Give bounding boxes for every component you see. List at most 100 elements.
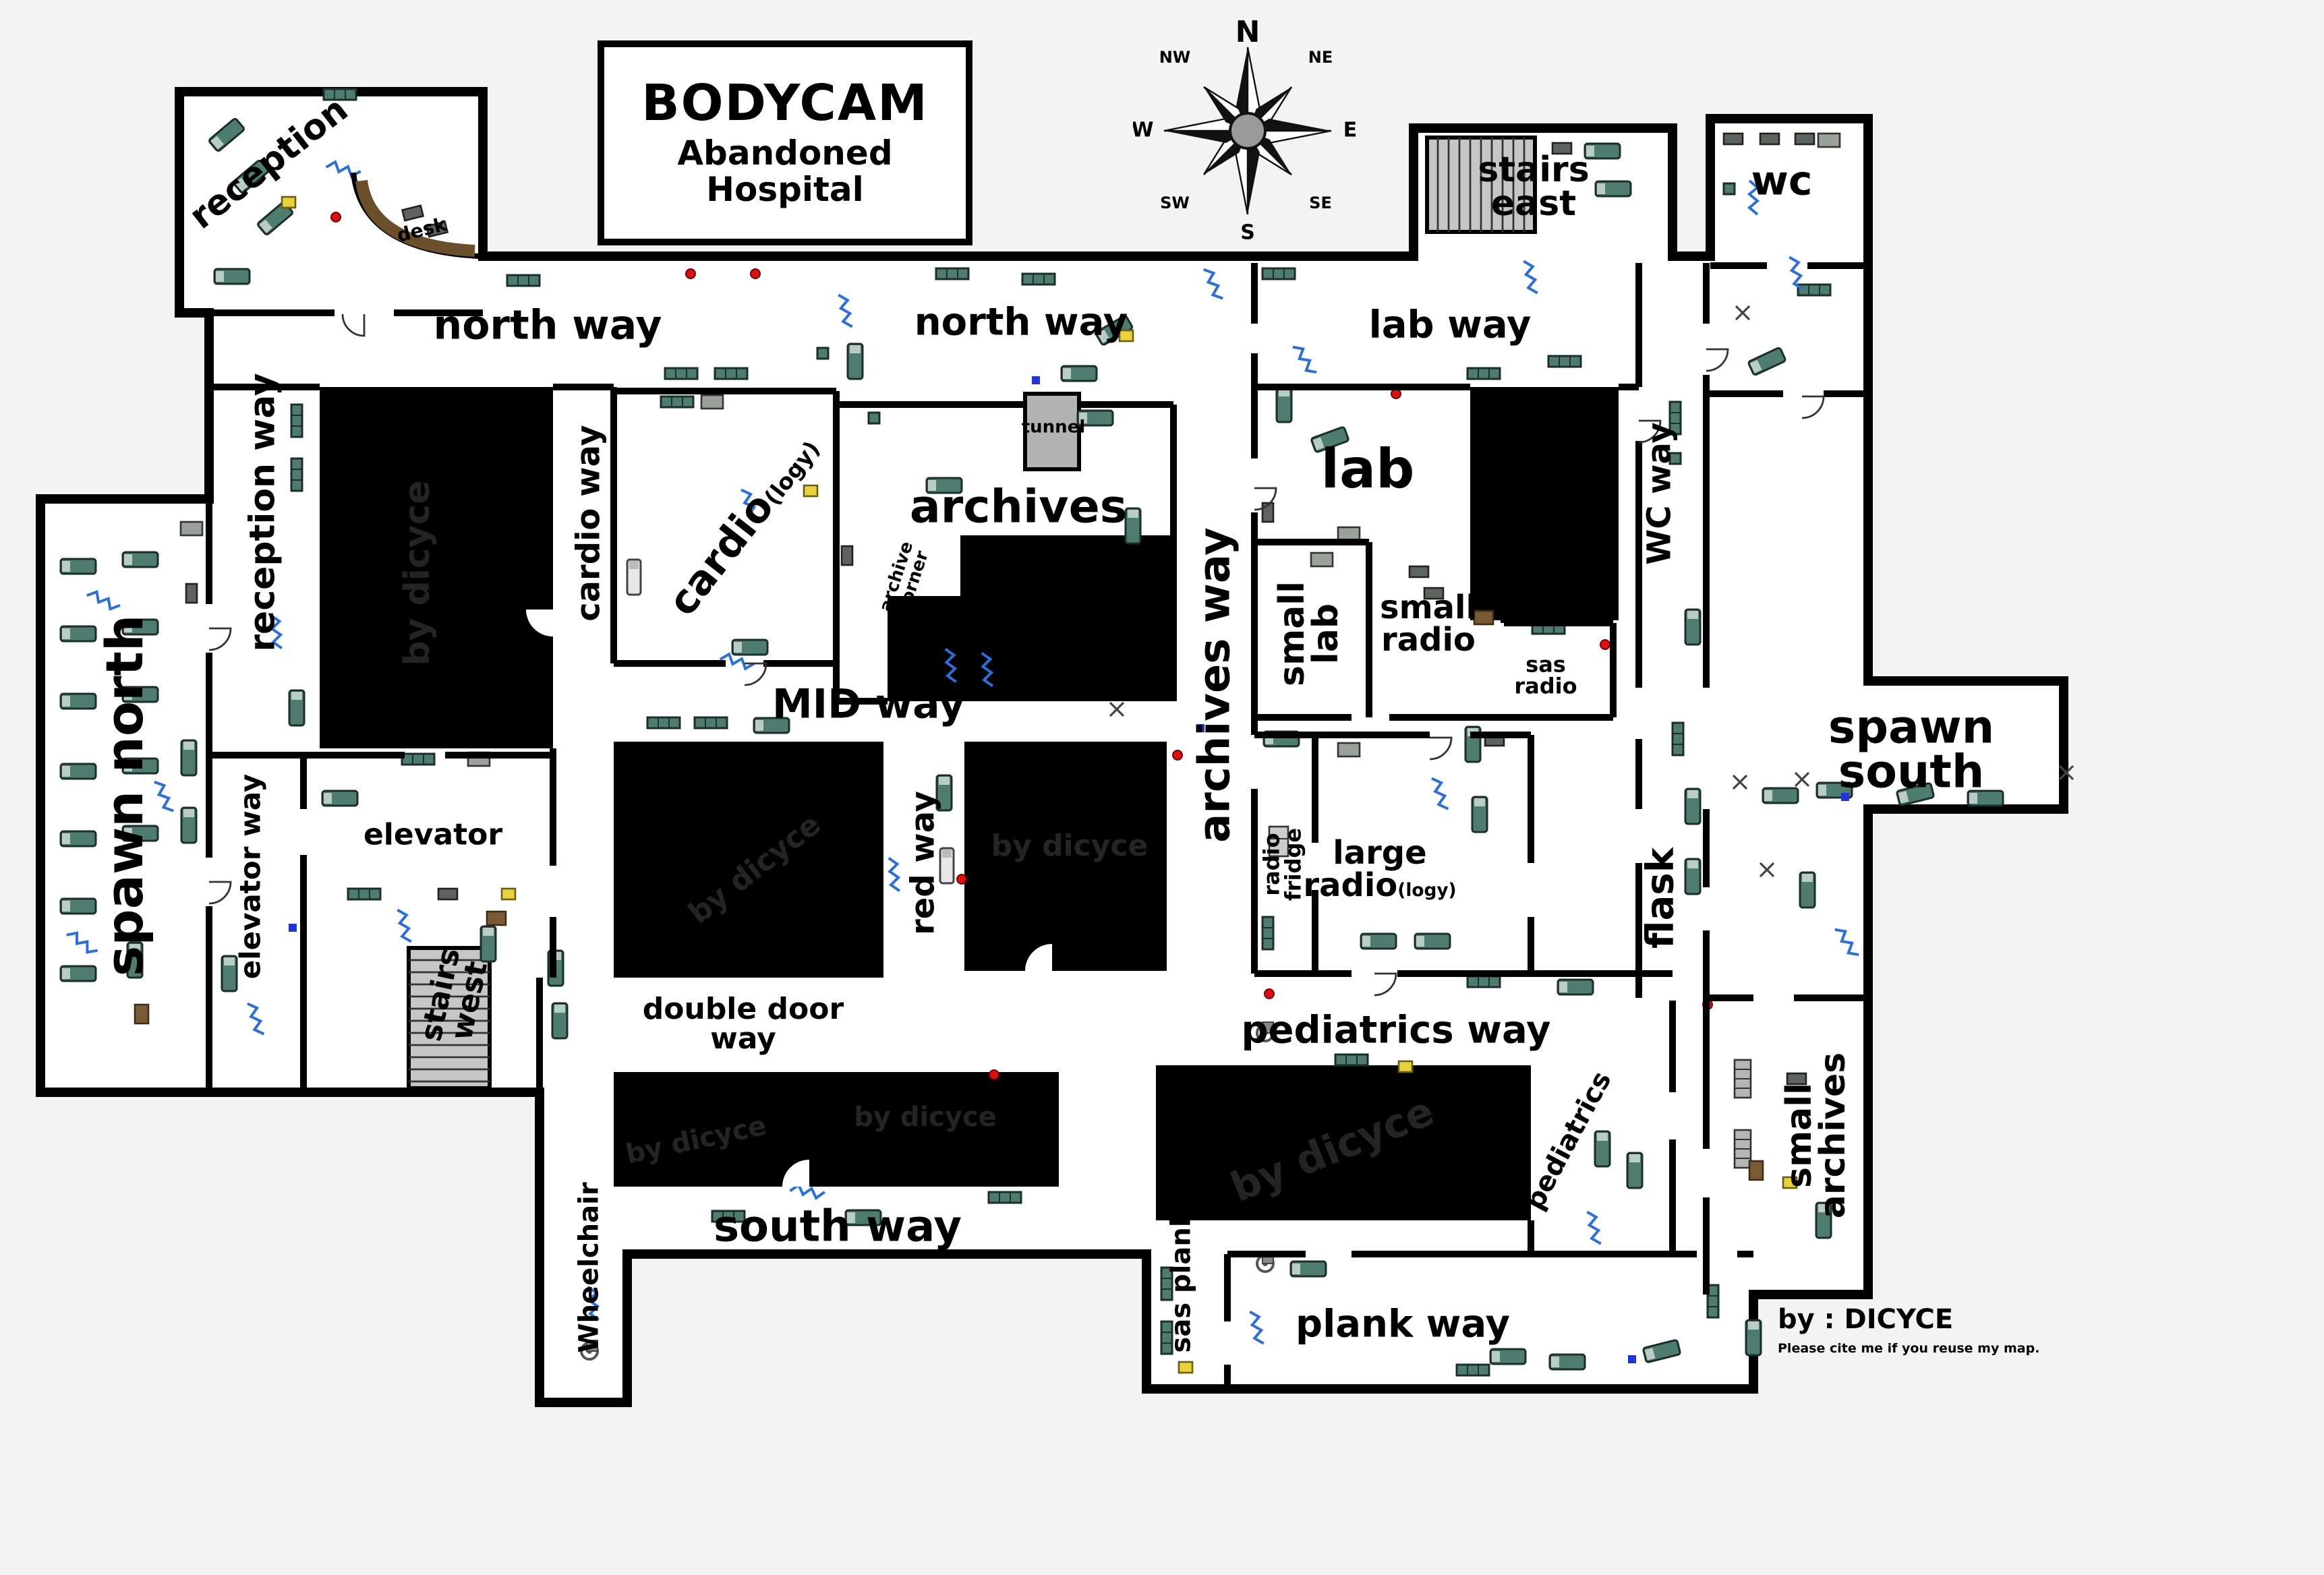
stairs-icon	[407, 946, 492, 1090]
furniture-bed-icon	[1747, 347, 1786, 376]
tunnel-structure	[1023, 392, 1081, 471]
title-box: BODYCAM Abandoned Hospital	[598, 40, 972, 245]
furniture-bed-icon	[121, 825, 159, 842]
furniture-cab-icon	[185, 583, 198, 604]
furniture-sq-icon	[247, 1002, 265, 1036]
furniture-bench-icon	[1671, 721, 1685, 756]
furniture-bed-icon	[1414, 932, 1451, 950]
furniture-bed-icon	[1684, 788, 1702, 825]
furniture-bed-icon	[221, 955, 238, 992]
compass-letter-n: N	[1236, 16, 1260, 49]
furniture-table-icon	[700, 394, 724, 410]
furniture-bed-icon	[59, 558, 97, 575]
citation-note: Please cite me if you reuse my map.	[1778, 1342, 2040, 1357]
door-arc	[208, 627, 232, 651]
door-arc	[341, 314, 366, 337]
furniture-cab-icon	[1794, 132, 1815, 146]
furniture-bed-icon	[925, 477, 963, 494]
map-subtitle-line2: Hospital	[706, 169, 864, 208]
furniture-sq-icon	[1431, 777, 1449, 810]
furniture-ybox-icon	[1118, 329, 1134, 343]
furniture-bench-icon	[1261, 267, 1296, 280]
furniture-bench-icon	[1261, 916, 1275, 951]
furniture-bench-icon	[987, 1191, 1022, 1204]
furniture-bed-icon	[480, 925, 497, 963]
furniture-dotr-icon	[1172, 750, 1183, 761]
furniture-bed-icon	[1489, 1348, 1527, 1365]
furniture-bench-icon	[1334, 1053, 1369, 1067]
desk-counter	[355, 179, 475, 257]
furniture-sq-icon	[740, 488, 759, 522]
furniture-x-icon	[1735, 305, 1751, 321]
furniture-bed-icon	[1289, 1260, 1327, 1278]
compass-letter-nw: NW	[1159, 48, 1191, 67]
furniture-bed-icon	[846, 343, 864, 380]
furniture-cab-icon	[1408, 565, 1430, 578]
furniture-bed-icon	[1584, 142, 1621, 160]
furniture-bed-icon	[59, 692, 97, 710]
furniture-sq-icon	[1789, 256, 1804, 291]
furniture-x-icon	[1732, 774, 1748, 790]
furniture-cab-icon	[840, 545, 854, 566]
furniture-bed-icon	[1548, 1353, 1586, 1371]
furniture-bed-icon	[121, 551, 159, 568]
furniture-sq-icon	[1834, 928, 1859, 957]
furniture-bed-icon	[213, 268, 251, 285]
furniture-brown-icon	[486, 910, 507, 926]
furniture-bench-icon	[660, 395, 695, 409]
furniture-bed-icon	[288, 689, 306, 727]
room-unfinished	[614, 742, 883, 978]
furniture-sq-icon	[1203, 268, 1223, 300]
furniture-dotr-icon	[750, 268, 761, 279]
furniture-sq-icon	[838, 293, 853, 328]
furniture-table-icon	[1337, 742, 1361, 758]
furniture-bed-icon	[935, 774, 953, 812]
furniture-sq-icon	[397, 908, 412, 943]
furniture-bed-icon	[1310, 426, 1349, 453]
furniture-bed-icon	[1684, 858, 1702, 895]
furniture-table-icon	[1817, 132, 1841, 148]
furniture-bed-icon	[180, 806, 198, 844]
furniture-bed-icon	[1626, 1152, 1644, 1189]
furniture-bench-icon	[1547, 355, 1582, 368]
furniture-chair-icon	[1722, 182, 1736, 196]
furniture-bed-icon	[1124, 507, 1142, 545]
furniture-bed-icon	[126, 941, 144, 979]
furniture-bed-icon	[1275, 386, 1293, 423]
furniture-bed-icon	[1076, 409, 1114, 427]
furniture-dotr-icon	[989, 1069, 999, 1080]
furniture-dotr-icon	[685, 268, 696, 279]
door-arc	[1429, 736, 1453, 761]
furniture-bench-icon	[1706, 1284, 1720, 1319]
furniture-brown-icon	[1748, 1160, 1764, 1181]
door-arc	[1638, 419, 1662, 444]
furniture-cab-icon	[1786, 1072, 1807, 1086]
furniture-bench-icon	[1466, 975, 1501, 988]
compass-letter-w: W	[1133, 119, 1154, 142]
furniture-bed-icon	[233, 159, 269, 194]
furniture-dotr-icon	[1600, 639, 1610, 650]
furniture-bench-icon	[693, 716, 728, 730]
furniture-dotb-icon	[1032, 376, 1040, 384]
furniture-ybox-icon	[281, 196, 297, 209]
furniture-bed-icon	[1557, 978, 1594, 996]
furniture-bench-icon	[290, 403, 303, 438]
room-unfinished	[964, 742, 1167, 971]
furniture-bench-icon	[646, 716, 681, 730]
furniture-ybox-icon	[1397, 1060, 1414, 1073]
furniture-bed-icon	[1815, 1201, 1832, 1239]
furniture-ybox-icon	[803, 484, 819, 498]
furniture-bed-icon	[59, 763, 97, 780]
furniture-bench-icon	[506, 274, 541, 287]
furniture-bed-icon	[121, 686, 159, 703]
furniture-fridge-icon	[1268, 825, 1289, 858]
furniture-shelf-icon	[1733, 1129, 1752, 1169]
furniture-table-icon	[179, 521, 204, 537]
furniture-wch-icon	[1256, 1021, 1275, 1042]
furniture-ybox-icon	[1782, 1176, 1798, 1189]
furniture-stretcher-icon	[626, 558, 642, 596]
door-arc-white	[782, 1160, 809, 1187]
furniture-sq-icon	[1747, 179, 1760, 216]
